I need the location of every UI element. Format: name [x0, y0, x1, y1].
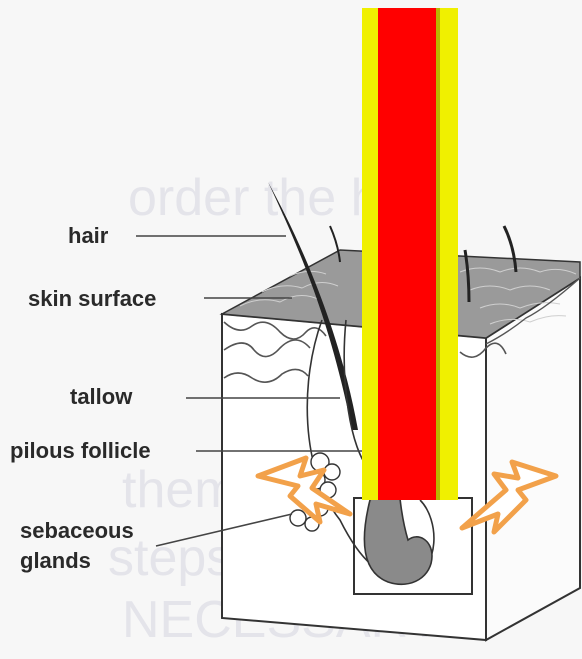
label-pilous-follicle: pilous follicle — [10, 436, 151, 466]
label-skin-surface: skin surface — [28, 284, 156, 314]
laser-beam — [362, 8, 458, 500]
label-sebaceous-line1: sebaceous — [20, 516, 134, 546]
skin-block-side — [486, 278, 580, 640]
label-hair: hair — [68, 221, 108, 251]
label-sebaceous-glands: sebaceous glands — [20, 516, 134, 576]
label-tallow: tallow — [70, 382, 132, 412]
label-sebaceous-line2: glands — [20, 546, 134, 576]
